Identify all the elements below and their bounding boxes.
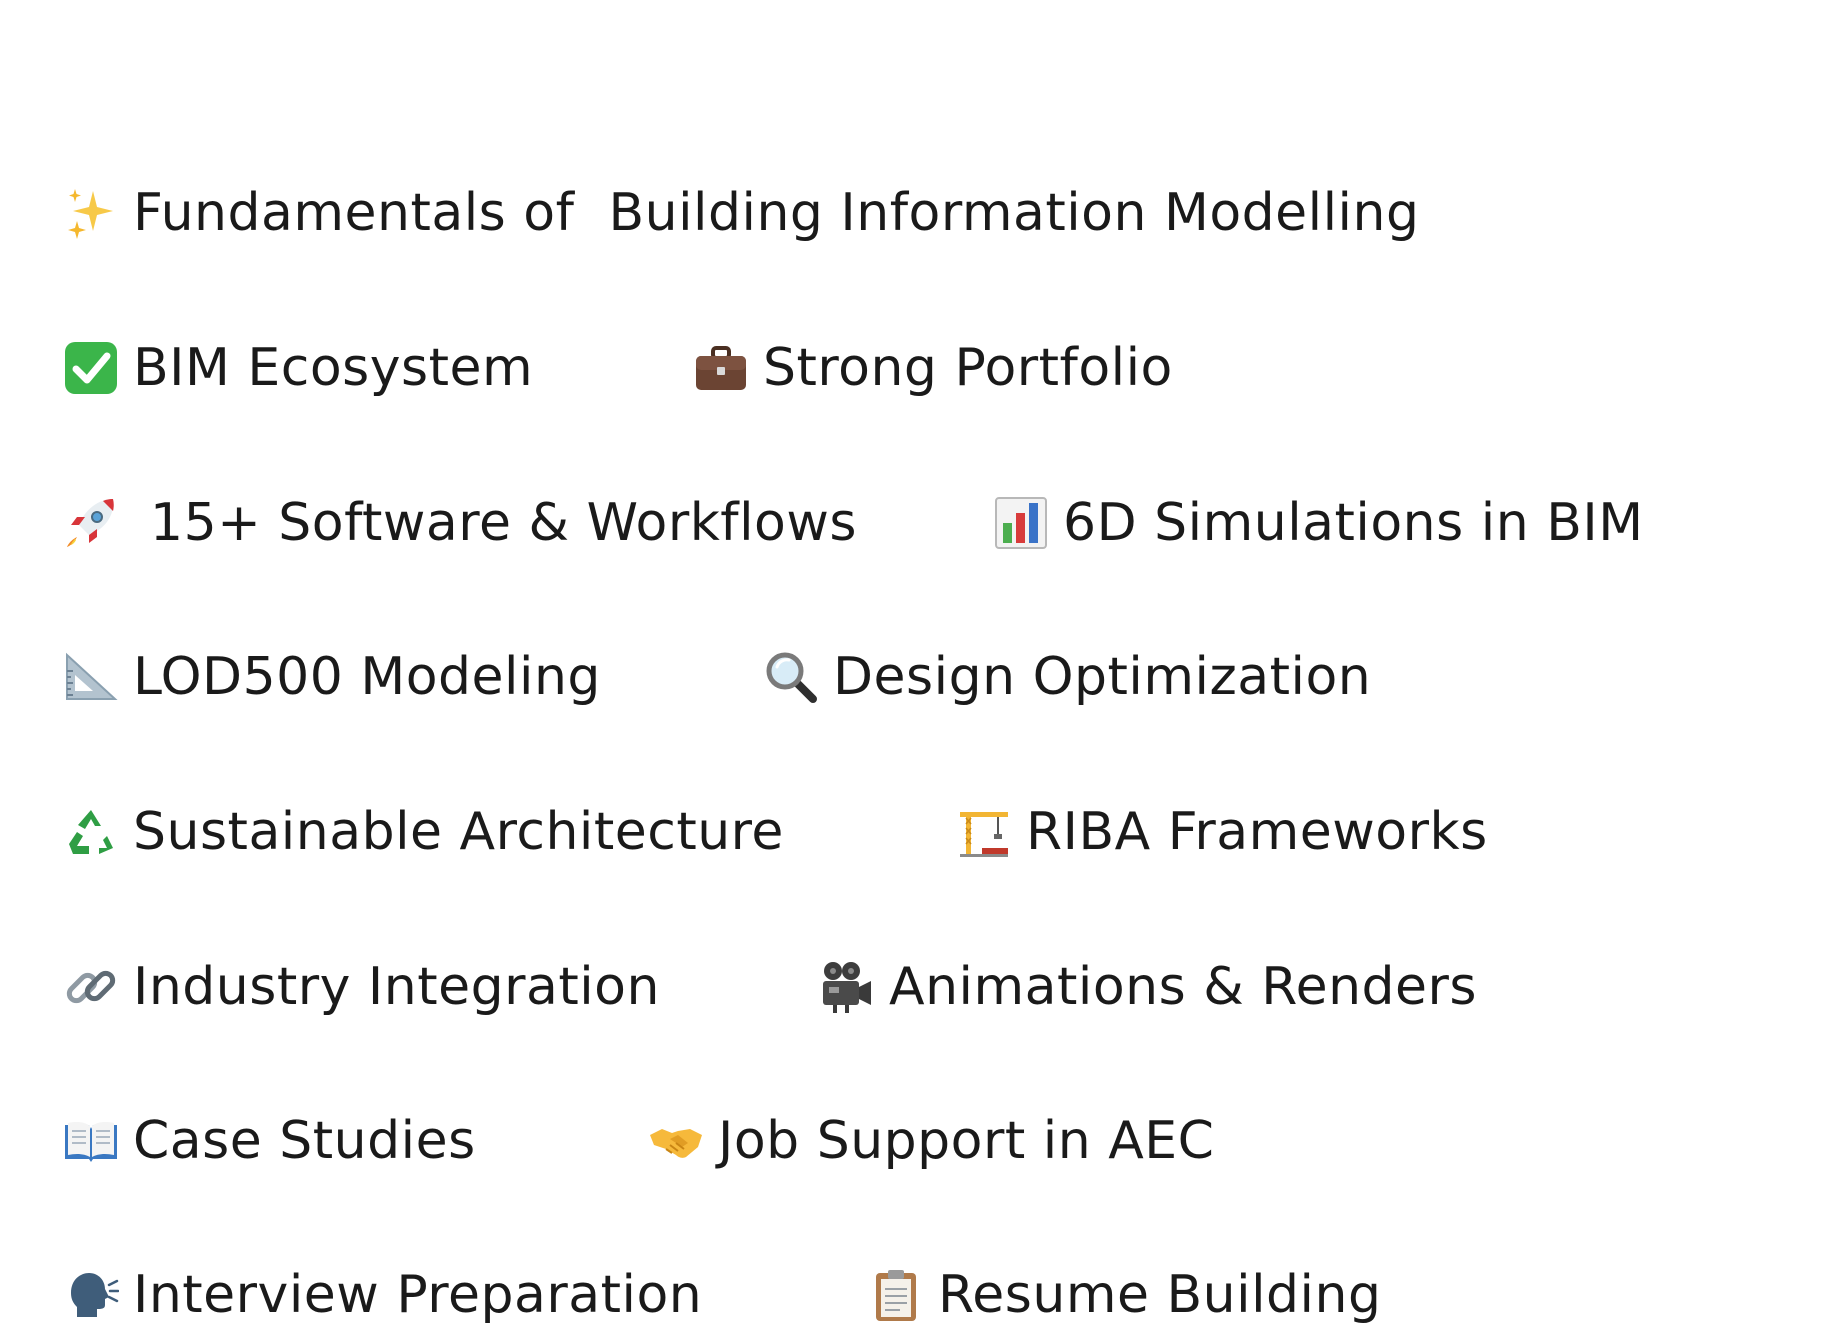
check-mark-button-icon [63,340,119,396]
feature-item: 6D Simulations in BIM [993,495,1644,551]
feature-item: Sustainable Architecture [63,804,956,860]
feature-label: Industry Integration [133,957,660,1017]
feature-item: Job Support in AEC [648,1113,1214,1169]
feature-row-6: Industry Integration Animations & Render… [63,952,1477,1022]
feature-label: Strong Portfolio [763,338,1173,398]
triangular-ruler-icon [63,649,119,705]
feature-label: Design Optimization [833,647,1372,707]
feature-label: Case Studies [133,1111,476,1171]
building-construction-icon [956,804,1012,860]
feature-item: Animations & Renders [819,959,1477,1015]
feature-row-7: Case Studies Job Support in AEC [63,1106,1214,1176]
feature-label: LOD500 Modeling [133,647,601,707]
feature-row-2: BIM Ecosystem Strong Portfolio [63,333,1173,403]
feature-label: Interview Preparation [133,1265,703,1325]
briefcase-icon [693,340,749,396]
feature-row-4: LOD500 Modeling Design Optimization [63,642,1371,712]
feature-item: LOD500 Modeling [63,649,763,705]
feature-row-1: Fundamentals of Building Information Mod… [63,178,1419,248]
feature-label: 15+ Software & Workflows [133,493,857,553]
feature-item: 15+ Software & Workflows [63,495,993,551]
sparkles-icon [63,185,119,241]
feature-row-8: Interview Preparation Resume Building [63,1260,1381,1330]
rocket-icon [63,495,119,551]
feature-item: BIM Ecosystem [63,340,693,396]
feature-item: Interview Preparation [63,1267,868,1323]
feature-row-5: Sustainable Architecture RIBA Frameworks [63,797,1488,867]
speaking-head-icon [63,1267,119,1323]
recycling-symbol-icon [63,804,119,860]
feature-label: Animations & Renders [889,957,1478,1017]
feature-label: RIBA Frameworks [1026,802,1488,862]
feature-label: BIM Ecosystem [133,338,534,398]
feature-label: Job Support in AEC [718,1111,1215,1171]
feature-row-3: 15+ Software & Workflows 6D Simulations … [63,488,1644,558]
feature-item: Strong Portfolio [693,340,1173,396]
handshake-icon [648,1113,704,1169]
feature-item: RIBA Frameworks [956,804,1488,860]
clipboard-icon [868,1267,924,1323]
feature-label: Sustainable Architecture [133,802,784,862]
feature-item: Design Optimization [763,649,1371,705]
feature-label: 6D Simulations in BIM [1063,493,1644,553]
movie-camera-icon [819,959,875,1015]
link-icon [63,959,119,1015]
feature-item: Resume Building [868,1267,1381,1323]
bar-chart-icon [993,495,1049,551]
open-book-icon [63,1113,119,1169]
feature-item: Industry Integration [63,959,819,1015]
magnifying-glass-icon [763,649,819,705]
feature-label: Fundamentals of Building Information Mod… [133,183,1420,243]
feature-item: Fundamentals of Building Information Mod… [63,185,1419,241]
feature-label: Resume Building [938,1265,1382,1325]
feature-item: Case Studies [63,1113,648,1169]
